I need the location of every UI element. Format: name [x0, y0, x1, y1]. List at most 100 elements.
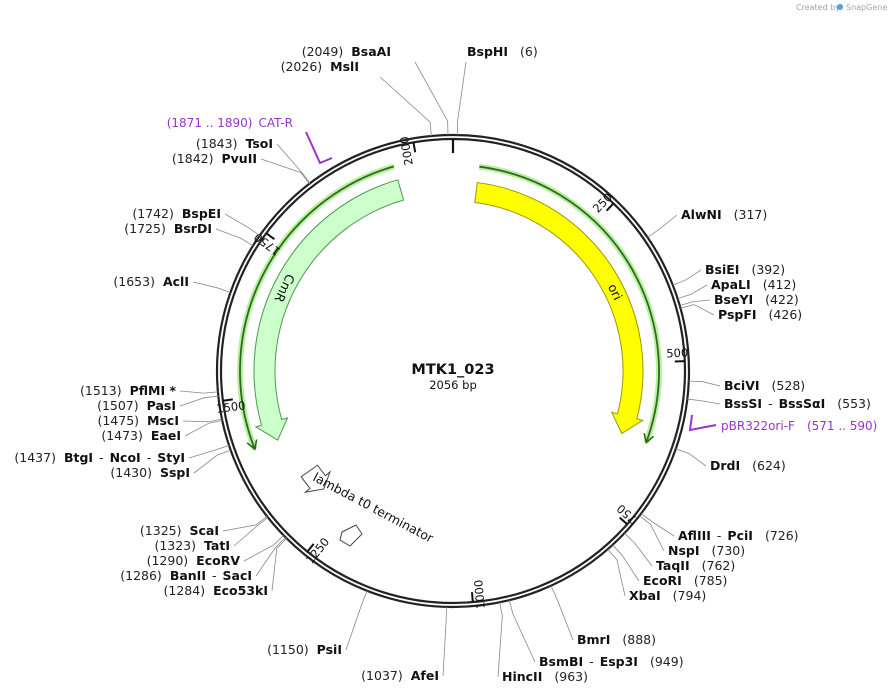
site-leader-line	[233, 517, 269, 547]
site-taqii[interactable]: TaqII(762)	[624, 532, 735, 573]
primer-range: (571 .. 590)	[807, 419, 877, 433]
site-bsphi[interactable]: BspHI(6)	[456, 44, 538, 136]
site-separator: -	[147, 450, 152, 465]
site-label: (1290) EcoRV	[147, 553, 241, 568]
site-psii[interactable]: (1150)PsiI	[267, 590, 368, 657]
site-pflmi[interactable]: (1513)PflMI *	[80, 383, 218, 398]
site-position: (1037)	[361, 668, 403, 683]
site-ecori[interactable]: EcoRI(785)	[612, 544, 728, 588]
feature-label: lambda t0 terminator	[311, 469, 437, 546]
site-position: (1507)	[97, 398, 139, 413]
site-position: (6)	[520, 44, 538, 59]
site-label: DrdI(624)	[710, 458, 786, 473]
site-tsoi[interactable]: (1843)TsoI	[196, 136, 311, 184]
site-eaei[interactable]: (1473)EaeI	[101, 420, 223, 443]
enzyme-name: MscI	[147, 413, 179, 428]
enzyme-name: Esp3I	[600, 654, 638, 669]
site-eco53ki[interactable]: (1284)Eco53kI	[164, 538, 287, 598]
tick-mark	[470, 592, 474, 603]
site-bsmbi[interactable]: BsmBI-Esp3I(949)	[509, 600, 684, 669]
site-label: HincII(963)	[502, 669, 588, 684]
site-tati[interactable]: (1323) TatI	[154, 517, 269, 553]
site-bsssi[interactable]: BssSI-BssSαI(553)	[687, 396, 871, 411]
site-label: (1430)SspI	[110, 465, 190, 480]
site-position: (1290)	[147, 553, 189, 568]
enzyme-name: StyI	[157, 450, 185, 465]
site-separator: -	[99, 450, 104, 465]
site-pvuii[interactable]: (1842)PvuII	[172, 151, 310, 184]
site-position: (726)	[765, 528, 799, 543]
enzyme-name: PvuII	[221, 151, 257, 166]
site-leader-line	[688, 380, 721, 387]
site-leader-line	[276, 143, 311, 184]
site-position: (1284)	[164, 583, 206, 598]
site-label: (1843)TsoI	[196, 136, 273, 151]
tick-label: 2000	[397, 135, 416, 166]
enzyme-name: EaeI	[151, 428, 181, 443]
site-bsrdi[interactable]: (1725)BsrDI	[124, 221, 254, 247]
enzyme-name: EcoRV	[196, 553, 240, 568]
site-afei[interactable]: (1037)AfeI	[361, 606, 447, 683]
site-bspei[interactable]: (1742)BspEI	[132, 206, 260, 236]
tick-label: 500	[666, 346, 689, 361]
enzyme-name: AclI	[163, 274, 189, 289]
primer-cat-r[interactable]: (1871 .. 1890)CAT-R	[167, 116, 333, 165]
site-leader-line	[647, 214, 678, 238]
site-sspi[interactable]: (1430)SspI	[110, 449, 231, 480]
site-bcivi[interactable]: BciVI(528)	[688, 378, 805, 393]
map-title: MTK1_023	[411, 362, 494, 378]
site-acli[interactable]: (1653)AclI	[113, 274, 231, 293]
enzyme-name: NspI	[668, 543, 700, 558]
site-msli[interactable]: (2026)MslI	[281, 59, 432, 137]
site-hincii[interactable]: HincII(963)	[497, 602, 588, 684]
enzyme-name: TaqII	[656, 558, 690, 573]
site-label: PspFI(426)	[718, 307, 802, 322]
site-leader-line	[184, 420, 223, 437]
site-apali[interactable]: ApaLI(412)	[677, 277, 797, 300]
site-xbai[interactable]: XbaI(794)	[607, 548, 707, 603]
site-separator: -	[717, 528, 722, 543]
site-position: (1430)	[110, 465, 152, 480]
enzyme-name: TatI	[204, 538, 230, 553]
enzyme-name: DrdI	[710, 458, 740, 473]
site-ecorv[interactable]: (1290) EcoRV	[147, 535, 284, 568]
site-position: (422)	[765, 292, 799, 307]
enzyme-name: NcoI	[110, 450, 141, 465]
primer-pbr322ori-f[interactable]: pBR322ori-F(571 .. 590)	[688, 414, 877, 433]
feature-lambda-t0-terminator[interactable]: lambda t0 terminator	[300, 464, 437, 546]
tick-mark	[412, 142, 417, 153]
site-scai[interactable]: (1325)ScaI	[140, 515, 268, 538]
site-bmri[interactable]: BmrI(888)	[550, 585, 656, 647]
site-leader-line	[414, 61, 449, 136]
feature-ori[interactable]: ori	[474, 163, 662, 444]
site-label: XbaI(794)	[629, 588, 706, 603]
site-leader-line	[243, 535, 284, 562]
site-bsaai[interactable]: (2049)BsaAI	[302, 44, 449, 136]
site-position: (1513)	[80, 383, 122, 398]
site-position: (1323)	[154, 538, 196, 553]
site-position: (392)	[751, 262, 785, 277]
site-banii[interactable]: (1286)BanII-SacI	[120, 537, 286, 583]
site-msci[interactable]: (1475)MscI	[97, 413, 223, 428]
site-position: (730)	[712, 543, 746, 558]
tick-mark	[306, 543, 315, 553]
site-bsiei[interactable]: BsiEI(392)	[672, 262, 785, 286]
site-pspfi[interactable]: PspFI(426)	[680, 304, 803, 322]
site-bseyi[interactable]: BseYI(422)	[679, 292, 799, 307]
enzyme-name: MslI	[330, 59, 359, 74]
feature-direction-arrowhead	[643, 433, 655, 444]
tick-label: 1000	[471, 579, 487, 609]
site-alwni[interactable]: AlwNI(317)	[647, 207, 768, 238]
site-afliii[interactable]: AflIII-PciI(726)	[640, 513, 799, 543]
site-drdi[interactable]: DrdI(624)	[675, 448, 786, 473]
enzyme-name: AlwNI	[681, 207, 722, 222]
site-btgi[interactable]: (1437)BtgI-NcoI-StyI	[14, 445, 230, 465]
site-pasi[interactable]: (1507)PasI	[97, 395, 219, 413]
enzyme-name: BciVI	[724, 378, 760, 393]
primer-marker	[305, 131, 333, 165]
feature-cmr[interactable]: CmR	[237, 163, 405, 451]
site-leader-line	[607, 548, 626, 597]
site-nspi[interactable]: NspI (730)	[639, 515, 746, 558]
enzyme-name: HincII	[502, 669, 542, 684]
feature-direction-arc	[239, 165, 395, 450]
